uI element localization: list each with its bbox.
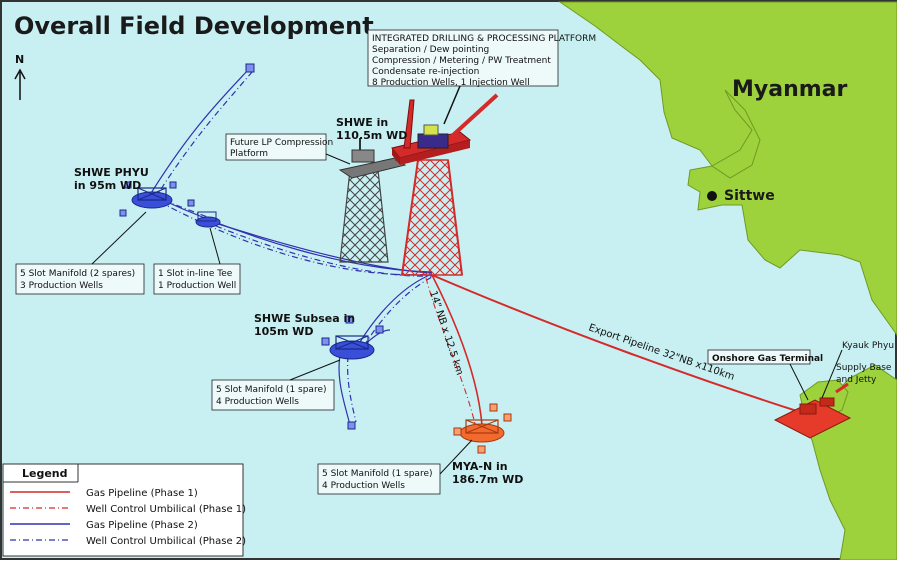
- kyauk-pointer: [821, 349, 843, 399]
- onshore-pointer: [789, 363, 809, 401]
- sittwe-marker: [707, 191, 717, 201]
- shwe-subsea-box-line-2: 4 Production Wells: [216, 397, 299, 407]
- inline-tee-pointer: [209, 227, 221, 265]
- shwe-subsea-box-line-1: 5 Slot Manifold (1 spare): [216, 385, 327, 395]
- mya-n-box-line-1: 5 Slot Manifold (1 spare): [322, 469, 433, 479]
- legend-label-umbilical-phase1: Well Control Umbilical (Phase 1): [86, 504, 246, 515]
- shwe-subsea-box: 5 Slot Manifold (1 spare) 4 Production W…: [211, 379, 335, 411]
- platform-box-line-5: 8 Production Wells, 1 Injection Well: [372, 78, 530, 88]
- legend-label-gas-phase2: Gas Pipeline (Phase 2): [86, 520, 198, 531]
- shwe-phyu-box: 5 Slot Manifold (2 spares) 3 Production …: [15, 263, 145, 295]
- mya-n-manifold: [453, 403, 512, 454]
- shwe-phyu-pointer: [91, 211, 147, 265]
- shwe-subsea-name: SHWE Subsea in: [254, 312, 355, 325]
- integrated-drilling-platform: [391, 93, 499, 276]
- shwe-subsea-pointer: [289, 359, 341, 381]
- shwe-subsea-manifold: [321, 315, 384, 430]
- platform-box-line-2: Separation / Dew pointing: [372, 45, 489, 55]
- supply-base-label: Supply Base: [836, 363, 892, 373]
- shwe-phyu-name: SHWE PHYU: [74, 166, 149, 179]
- future-lp-compression-platform: [338, 138, 426, 263]
- country-label: Myanmar: [732, 77, 848, 102]
- onshore-terminal-label: Onshore Gas Terminal: [712, 354, 823, 364]
- future-lp-box: Future LP Compression Platform: [225, 133, 333, 161]
- platform-box-line-3: Compression / Metering / PW Treatment: [372, 56, 551, 66]
- future-lp-line-1: Future LP Compression: [230, 138, 333, 148]
- legend-label-umbilical-phase2: Well Control Umbilical (Phase 2): [86, 536, 246, 547]
- city-label: Sittwe: [724, 188, 775, 204]
- platform-box-line-4: Condensate re-injection: [372, 67, 479, 77]
- mya-n-name: MYA-N in: [452, 460, 508, 473]
- legend-label-gas-phase1: Gas Pipeline (Phase 1): [86, 488, 198, 499]
- future-lp-pointer: [325, 153, 351, 165]
- north-arrow-icon: [14, 68, 26, 100]
- legend-title: Legend: [22, 467, 68, 480]
- inline-tee-box: 1 Slot in-line Tee 1 Production Well: [153, 263, 241, 295]
- legend: Legend Gas Pipeline (Phase 1) Well Contr…: [2, 463, 246, 557]
- shwe-phyu-depth: in 95m WD: [74, 179, 141, 192]
- shwe-subsea-depth: 105m WD: [254, 325, 314, 338]
- jetty-label: and Jetty: [836, 375, 877, 385]
- coast-peninsula: [711, 89, 761, 179]
- mya-n-box: 5 Slot Manifold (1 spare) 4 Production W…: [317, 463, 441, 495]
- shwe-name: SHWE in: [336, 116, 388, 129]
- mya-n-box-line-2: 4 Production Wells: [322, 481, 405, 491]
- nw-well-marker: [245, 63, 255, 73]
- north-label: N: [15, 53, 24, 66]
- shwe-phyu-box-line-1: 5 Slot Manifold (2 spares): [20, 269, 135, 279]
- shwe-phyu-manifold: [119, 181, 177, 217]
- page-title: Overall Field Development: [14, 12, 374, 40]
- inline-tee-line-2: 1 Production Well: [158, 281, 236, 291]
- platform-pointer: [443, 85, 461, 125]
- inline-tee-manifold: [187, 199, 221, 228]
- future-lp-line-2: Platform: [230, 149, 268, 159]
- platform-box-line-1: INTEGRATED DRILLING & PROCESSING PLATFOR…: [372, 34, 596, 44]
- inline-tee-line-1: 1 Slot in-line Tee: [158, 269, 233, 279]
- kyauk-phyu-label: Kyauk Phyu: [842, 341, 894, 351]
- mya-n-pointer: [439, 439, 473, 475]
- shwe-phyu-box-line-2: 3 Production Wells: [20, 281, 103, 291]
- onshore-terminal-label-box: Onshore Gas Terminal: [707, 349, 823, 365]
- platform-info-box: INTEGRATED DRILLING & PROCESSING PLATFOR…: [367, 29, 596, 88]
- phase1-pipelines: [425, 274, 801, 429]
- shwe-depth: 110.5m WD: [336, 129, 407, 142]
- mya-n-depth: 186.7m WD: [452, 473, 523, 486]
- onshore-gas-terminal: [773, 382, 852, 439]
